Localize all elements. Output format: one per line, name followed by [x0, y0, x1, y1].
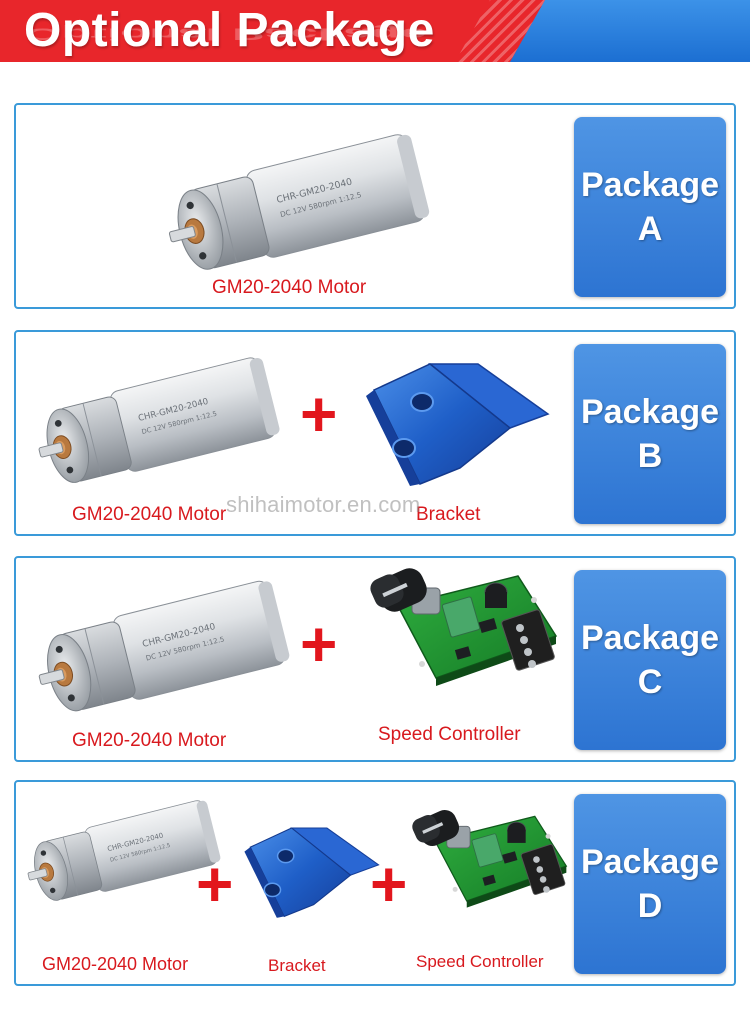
badge-letter: C [637, 663, 663, 701]
badge-word: Package [581, 619, 719, 657]
package-badge-d: Package D [574, 794, 726, 974]
package-badge-a: Package A [574, 117, 726, 297]
plus-sign: + [300, 378, 338, 450]
package-a-panel: GM20-2040 Motor Package A [14, 103, 736, 309]
badge-letter: A [637, 210, 663, 248]
plus-sign: + [300, 608, 338, 680]
plus-sign: + [196, 848, 234, 920]
bracket-image [360, 356, 550, 486]
motor-caption: GM20-2040 Motor [42, 954, 189, 974]
package-badge-c: Package C [574, 570, 726, 750]
package-d-panel: + + GM20-2040 Motor Bracket Speed Contro… [14, 780, 736, 986]
motor-caption: GM20-2040 Motor [212, 277, 367, 298]
speed-controller-caption: Speed Controller [378, 724, 521, 745]
plus-sign: + [370, 848, 408, 920]
package-badge-b: Package B [574, 344, 726, 524]
speed-controller-image [402, 808, 568, 916]
motor-caption: GM20-2040 Motor [72, 730, 227, 751]
header-banner: Optional Package Optional Package [0, 0, 750, 62]
package-b-panel: + GM20-2040 Motor Bracket Package B [14, 330, 736, 536]
motor-caption: GM20-2040 Motor [72, 504, 227, 525]
gear-motor-image [34, 578, 294, 718]
gear-motor-image [24, 798, 224, 906]
gear-motor-image [34, 354, 284, 490]
page-title: Optional Package [24, 4, 435, 57]
bracket-caption: Bracket [416, 504, 481, 525]
badge-word: Package [581, 393, 719, 431]
speed-controller-image [358, 566, 558, 696]
package-c-panel: + GM20-2040 Motor Speed Controller Packa… [14, 556, 736, 762]
bracket-caption: Bracket [268, 956, 326, 975]
badge-letter: B [637, 437, 663, 475]
badge-word: Package [581, 166, 719, 204]
badge-letter: D [637, 887, 663, 925]
banner-blue-band [510, 0, 750, 62]
badge-word: Package [581, 843, 719, 881]
speed-controller-caption: Speed Controller [416, 952, 544, 971]
gear-motor-image [164, 131, 434, 277]
watermark: shihaimotor.en.com [226, 492, 421, 517]
bracket-image [240, 822, 380, 918]
